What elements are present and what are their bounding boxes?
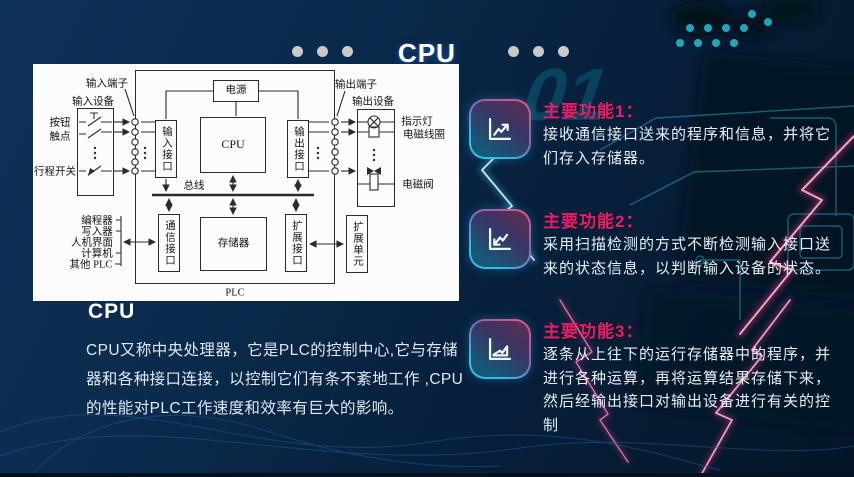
input-device-label: 输入设备: [72, 96, 114, 108]
output-interface-box: 输出接口: [287, 120, 309, 178]
expansion-unit-box: 扩展单元: [346, 215, 368, 273]
hmi-label: 人机界面: [71, 237, 113, 249]
page-title: CPU: [398, 38, 456, 68]
title-decor-dots-left: [292, 46, 353, 57]
writer-label: 写入器: [81, 226, 113, 238]
plc-label: PLC: [225, 287, 245, 299]
function-2-title: 主要功能2：: [543, 212, 644, 231]
input-interface-box: 输入接口: [155, 120, 177, 178]
memory-box: 存储器: [200, 217, 267, 271]
function-1-body: 接收通信接口送来的程序和信息，并将它们存入存储器。: [543, 126, 832, 167]
trend-up-chart-icon: [488, 117, 512, 141]
programmer-label: 编程器: [81, 215, 113, 227]
description-heading: CPU: [88, 300, 136, 323]
ellipsis-dots: [93, 146, 376, 162]
cpu-box: CPU: [200, 117, 266, 173]
input-terminal-label: 输入端子: [86, 78, 128, 90]
area-chart-icon: [488, 337, 512, 361]
decor-dot: [342, 46, 353, 57]
output-device-label: 输出设备: [352, 96, 394, 108]
decor-dot: [533, 46, 544, 57]
bus-label: 总线: [183, 180, 205, 192]
background-watermark: 01: [519, 53, 613, 136]
input-devices-box: [77, 108, 114, 196]
function-2-body: 采用扫描检测的方式不断检测输入接口送来的状态信息，以判断输入设备的状态。: [543, 236, 832, 277]
contact-label: 触点: [49, 131, 71, 143]
function-3-body: 逐条从上往下的运行存储器中的程序，并进行各种运算，再将运算结果存储下来，然后经输…: [543, 346, 832, 434]
output-device-symbols: [367, 115, 381, 191]
decor-dot: [558, 46, 569, 57]
indicator-label: 指示灯: [401, 116, 433, 128]
bottom-edge-strip: [0, 473, 854, 477]
function-1-title: 主要功能1：: [543, 102, 644, 121]
valve-bowtie: [367, 167, 381, 175]
decor-dot: [317, 46, 328, 57]
terminal-circles: [131, 118, 339, 175]
function-2-icon-frame: [469, 209, 531, 269]
decor-dot: [508, 46, 519, 57]
function-1-icon-frame: [469, 99, 531, 159]
description-body: CPU又称中央处理器，它是PLC的控制中心,它与存储器和各种接口连接，以控制它们…: [86, 342, 464, 417]
limit-switch-label: 行程开关: [34, 166, 76, 178]
trend-down-chart-icon: [488, 227, 512, 251]
comm-interface-box: 通信接口: [158, 214, 180, 272]
computer-label: 计算机: [81, 248, 113, 260]
valve-label: 电磁阀: [402, 179, 434, 191]
power-box: 电源: [213, 80, 259, 102]
other-plc-label: 其他 PLC: [69, 259, 113, 271]
output-devices-box: [357, 109, 395, 207]
expansion-interface-box: 扩展接口: [285, 214, 307, 272]
decor-dot: [292, 46, 303, 57]
plc-boundary-box: [135, 70, 335, 284]
diagram-lines: [79, 88, 395, 266]
limit-switch-wedge: [88, 168, 95, 176]
function-3-title: 主要功能3：: [543, 322, 644, 341]
title-decor-dots-right: [508, 46, 569, 57]
button-label: 按钮: [49, 117, 71, 129]
coil-label: 电磁线圈: [403, 129, 445, 141]
function-3-icon-frame: [469, 319, 531, 379]
plc-block-diagram: 电源 CPU 输入接口 输出接口 通信接口 存储器 扩展接口 扩展单元 输入端子…: [33, 64, 459, 301]
output-terminal-label: 输出端子: [335, 79, 377, 91]
